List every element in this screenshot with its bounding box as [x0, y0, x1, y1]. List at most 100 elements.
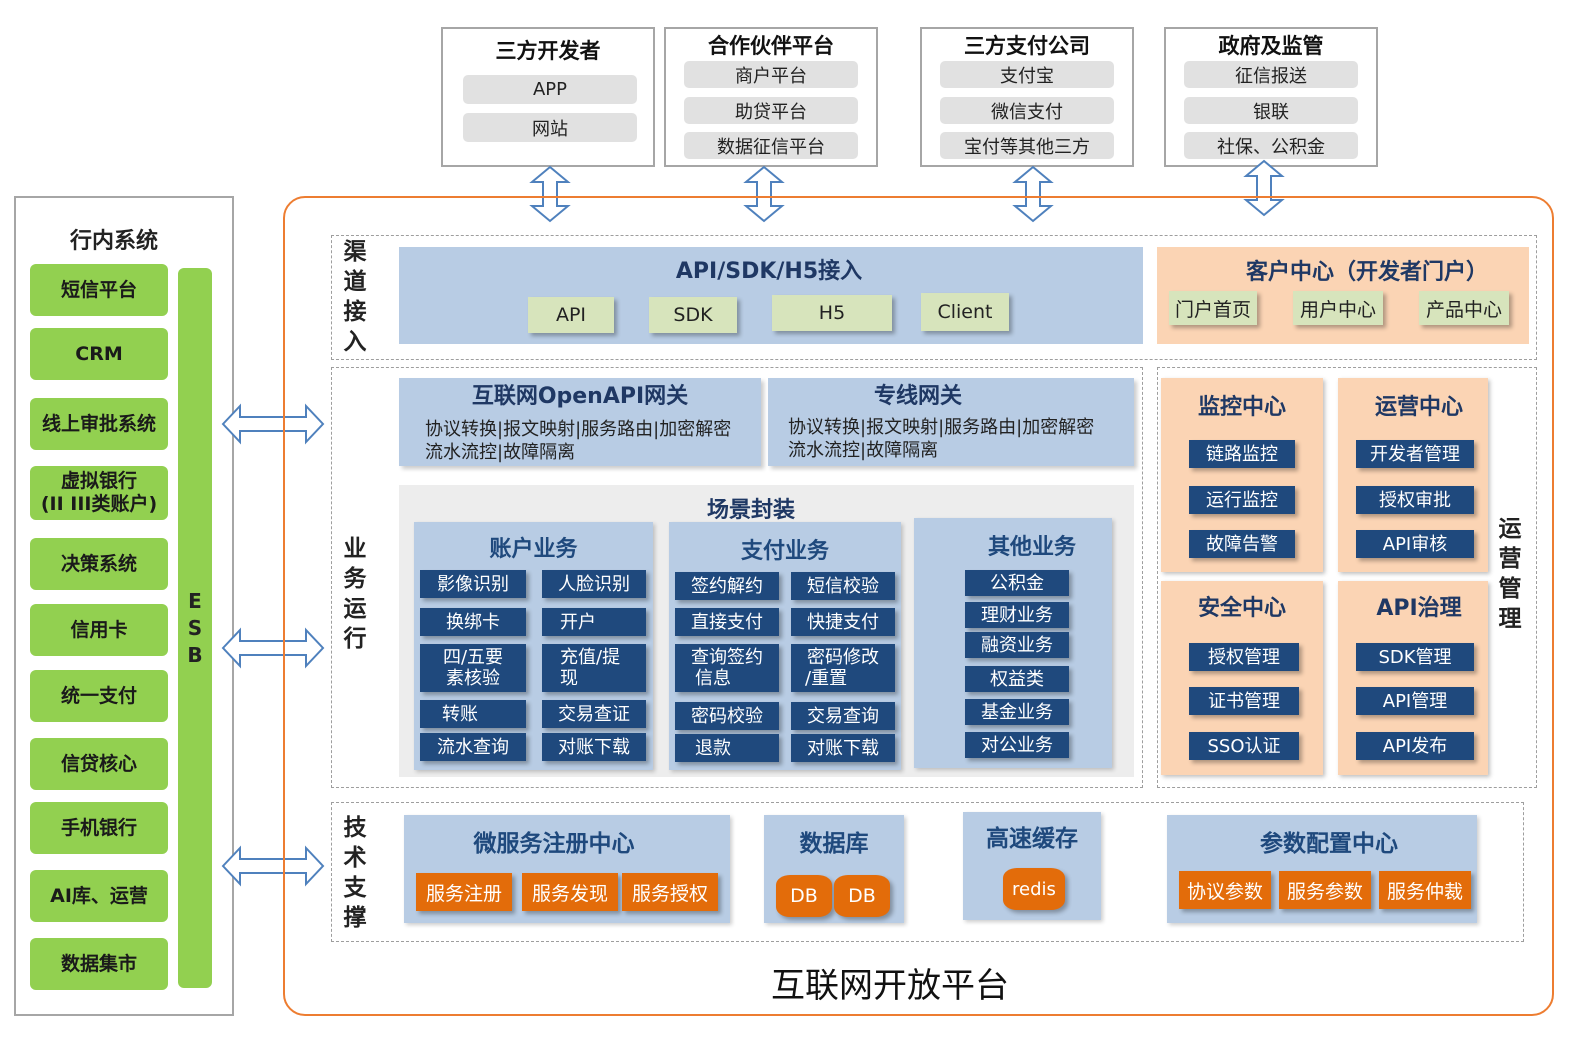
- biz-item: 影像识别: [420, 570, 526, 598]
- biz-item: 换绑卡: [420, 608, 526, 636]
- ops-item: 开发者管理: [1356, 440, 1474, 468]
- biz-item: 交易查证: [542, 700, 646, 728]
- dedicated-gateway-title: 专线网关: [873, 384, 962, 409]
- biz-item: 融资业务: [965, 632, 1069, 658]
- microservice-registry-panel: 微服务注册中心 服务注册 服务发现 服务授权: [404, 815, 730, 923]
- bank-system-ai: AI库、运营: [30, 870, 168, 922]
- tech-item: 服务注册: [416, 873, 512, 911]
- config-center-panel: 参数配置中心 协议参数 服务参数 服务仲裁: [1167, 815, 1477, 923]
- scene-wrapper-title: 场景封装: [706, 498, 795, 523]
- operation-center-title: 运营中心: [1374, 395, 1463, 420]
- redis-cylinder-icon: redis: [1003, 868, 1065, 910]
- api-governance-panel: API治理 SDK管理 API管理 API发布: [1338, 581, 1488, 775]
- external-item: APP: [463, 75, 637, 104]
- monitor-center-panel: 监控中心 链路监控 运行监控 故障告警: [1161, 378, 1323, 572]
- biz-item-two-line: 充值/提 现: [542, 644, 646, 692]
- operations-section: [1157, 367, 1537, 788]
- customer-item-product: 产品中心: [1419, 291, 1509, 325]
- biz-item-line: 现: [560, 668, 578, 689]
- ops-item: SDK管理: [1356, 643, 1474, 671]
- database-panel: 数据库 DB DB: [764, 815, 904, 923]
- external-item: 社保、公积金: [1184, 132, 1358, 159]
- biz-item: 快捷支付: [791, 608, 895, 636]
- label-char: 运: [1498, 516, 1522, 542]
- external-item: 宝付等其他三方: [940, 132, 1114, 159]
- biz-item: 对账下载: [542, 733, 646, 761]
- customer-center-title: 客户中心（开发者门户）: [1245, 260, 1488, 285]
- account-business-title: 账户业务: [489, 537, 578, 562]
- biz-item-two-line: 密码修改 /重置: [791, 644, 895, 692]
- biz-item: 权益类: [965, 666, 1069, 692]
- tech-item: 服务参数: [1279, 871, 1371, 909]
- database-cylinder-icon: DB: [776, 875, 832, 917]
- channel-access-section: [331, 235, 1537, 360]
- operations-label: 运 营 管 理: [1494, 513, 1526, 635]
- gateway-functions: 流水流控|故障隔离: [788, 440, 939, 461]
- biz-item: 对账下载: [791, 734, 895, 762]
- ops-item: API管理: [1356, 687, 1474, 715]
- customer-center-panel: 客户中心（开发者门户） 门户首页 用户中心 产品中心: [1157, 247, 1529, 344]
- label-char: 务: [343, 566, 367, 592]
- biz-item: 密码校验: [675, 702, 779, 730]
- bank-system-decision: 决策系统: [30, 538, 168, 590]
- label-char: 行: [343, 626, 367, 652]
- label-char: 运: [343, 596, 367, 622]
- monitor-center-title: 监控中心: [1197, 395, 1286, 420]
- bank-system-approval: 线上审批系统: [30, 398, 168, 450]
- api-access-title: API/SDK/H5接入: [675, 259, 863, 284]
- database-title: 数据库: [799, 831, 869, 857]
- biz-item-line: 素核验: [446, 668, 500, 689]
- biz-item-line: /重置: [805, 668, 848, 689]
- biz-item: 开户: [542, 608, 646, 636]
- microservice-registry-title: 微服务注册中心: [473, 831, 635, 857]
- biz-item: 基金业务: [965, 699, 1069, 725]
- bank-system-virtual-bank: 虚拟银行 (II III类账户): [30, 466, 168, 520]
- api-access-panel: API/SDK/H5接入 API SDK H5 Client: [399, 247, 1143, 344]
- bank-systems-title: 行内系统: [69, 229, 158, 254]
- double-arrow-horizontal-icon: [221, 403, 325, 445]
- gateway-functions: 流水流控|故障隔离: [425, 442, 576, 463]
- ops-item: 证书管理: [1189, 687, 1299, 715]
- channel-item-h5: H5: [772, 295, 892, 331]
- external-box-title: 合作伙伴平台: [708, 34, 834, 58]
- security-center-panel: 安全中心 授权管理 证书管理 SSO认证: [1161, 581, 1323, 775]
- esb-letter: B: [187, 642, 203, 667]
- double-arrow-vertical-icon: [1243, 159, 1285, 217]
- customer-item-home: 门户首页: [1169, 291, 1257, 325]
- external-item: 网站: [463, 113, 637, 142]
- bank-system-credit-card: 信用卡: [30, 604, 168, 656]
- biz-item: 公积金: [965, 570, 1069, 596]
- biz-item-line: 查询签约: [691, 647, 763, 668]
- label-char: 业: [343, 536, 367, 562]
- tech-item: 服务发现: [522, 873, 618, 911]
- openapi-gateway-title: 互联网OpenAPI网关: [471, 384, 689, 409]
- gateway-functions: 协议转换|报文映射|服务路由|加密解密: [788, 417, 1095, 438]
- ops-item: 授权管理: [1189, 643, 1299, 671]
- biz-item-line: 四/五要: [442, 647, 504, 668]
- double-arrow-horizontal-icon: [221, 627, 325, 669]
- external-box-title: 三方开发者: [495, 39, 601, 63]
- other-business-panel: 其他业务 公积金 理财业务 融资业务 权益类 基金业务 对公业务: [914, 518, 1112, 768]
- label-char: 入: [343, 329, 367, 355]
- biz-item: 人脸识别: [542, 570, 646, 598]
- biz-item: 交易查询: [791, 702, 895, 730]
- tech-item: 协议参数: [1179, 871, 1271, 909]
- biz-item: 直接支付: [675, 608, 779, 636]
- bank-system-crm: CRM: [30, 328, 168, 380]
- external-box-partners: 合作伙伴平台 商户平台 助贷平台 数据征信平台: [664, 27, 878, 167]
- biz-item-two-line: 查询签约 信息: [675, 644, 779, 692]
- external-item: 商户平台: [684, 61, 858, 88]
- tech-item: 服务仲裁: [1379, 871, 1471, 909]
- tech-support-label: 技 术 支 撑: [336, 812, 374, 934]
- platform-title: 互联网开放平台: [771, 965, 1009, 1006]
- ops-item: 故障告警: [1189, 530, 1295, 558]
- biz-item: 短信校验: [791, 572, 895, 600]
- biz-item-line: 充值/提: [560, 647, 621, 668]
- label-char: 撑: [343, 905, 367, 931]
- double-arrow-vertical-icon: [1012, 165, 1054, 223]
- openapi-gateway-panel: 互联网OpenAPI网关 协议转换|报文映射|服务路由|加密解密 流水流控|故障…: [399, 378, 761, 466]
- biz-item: 退款: [675, 734, 779, 762]
- external-box-title: 三方支付公司: [964, 34, 1090, 58]
- external-box-title: 政府及监管: [1218, 34, 1324, 58]
- ops-item: 链路监控: [1189, 440, 1295, 468]
